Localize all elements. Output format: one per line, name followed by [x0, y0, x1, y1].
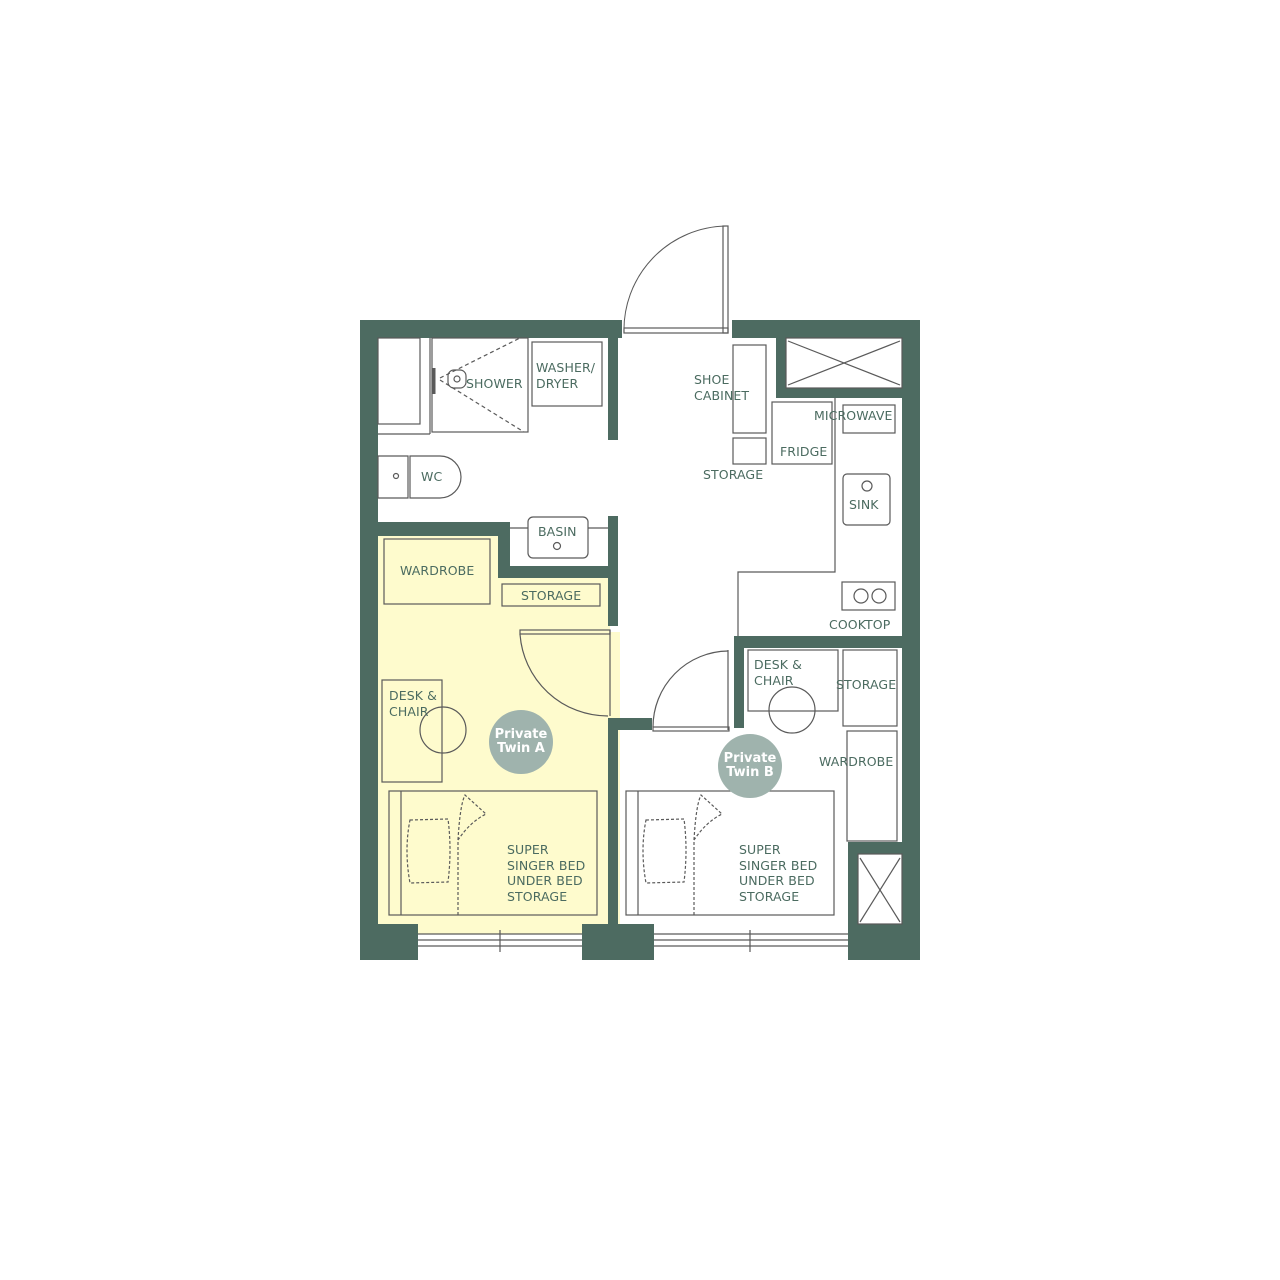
shoe-cabinet-label: SHOE CABINET: [694, 372, 749, 403]
shower-label: SHOWER: [466, 376, 523, 391]
badge-b-line1: Private: [723, 751, 777, 766]
room-badge-private-twin-b[interactable]: Private Twin B: [718, 734, 782, 798]
desk-a-label: DESK & CHAIR: [389, 688, 437, 719]
badge-a-line2: Twin A: [497, 741, 545, 756]
fixtures: [377, 225, 903, 952]
bed-a-label-line3: UNDER BED: [507, 873, 583, 888]
washer-dryer-label-line2: DRYER: [536, 375, 579, 391]
bed-b-label-line2: SINGER BED: [739, 857, 818, 873]
fridge-label: FRIDGE: [780, 444, 828, 459]
washer-dryer-label-line1: WASHER/: [536, 360, 596, 375]
desk-a-label-line1: DESK &: [389, 688, 437, 703]
shoe-cabinet-label-line1: SHOE: [694, 372, 730, 387]
entry-storage-label: STORAGE: [703, 467, 764, 482]
bed-b-label: SUPER SINGER BED UNDER BED STORAGE: [739, 842, 817, 904]
walls: [360, 320, 920, 960]
washer-dryer-label: WASHER/ DRYER: [536, 360, 595, 391]
bed-a-label: SUPER SINGER BED UNDER BED STORAGE: [507, 842, 585, 904]
wc-label: WC: [421, 469, 443, 484]
bed-b-label-line3: UNDER BED: [739, 873, 815, 888]
microwave-label: MICROWAVE: [814, 408, 893, 423]
wardrobe-a-label: WARDROBE: [400, 563, 475, 578]
desk-b-label: DESK & CHAIR: [754, 657, 802, 688]
desk-b-label-line1: DESK &: [754, 657, 802, 672]
badge-a-line1: Private: [494, 727, 548, 742]
desk-a-label-line2: CHAIR: [389, 703, 429, 719]
room-badge-private-twin-a[interactable]: Private Twin A: [489, 710, 553, 774]
sink-label: SINK: [849, 497, 879, 512]
cooktop-label: COOKTOP: [829, 617, 891, 632]
bed-b-label-line4: STORAGE: [739, 888, 800, 904]
desk-b-label-line2: CHAIR: [754, 672, 794, 688]
bed-a-label-line2: SINGER BED: [507, 857, 586, 873]
bed-a-label-line4: STORAGE: [507, 888, 568, 904]
storage-b-label: STORAGE: [836, 677, 897, 692]
storage-a-label: STORAGE: [521, 588, 582, 603]
badge-b-line2: Twin B: [726, 765, 774, 780]
wardrobe-b-label: WARDROBE: [819, 754, 894, 769]
basin-label: BASIN: [538, 524, 577, 539]
bed-b-label-line1: SUPER: [739, 842, 781, 857]
bed-a-label-line1: SUPER: [507, 842, 549, 857]
shoe-cabinet-label-line2: CABINET: [694, 387, 750, 403]
